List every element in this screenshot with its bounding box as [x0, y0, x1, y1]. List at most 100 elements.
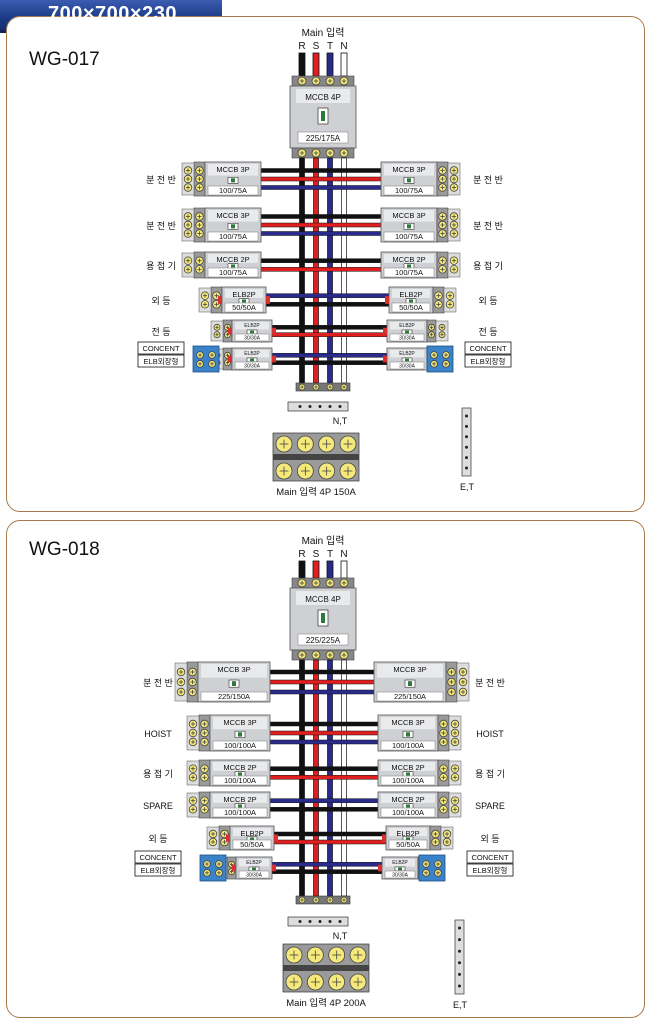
wg018-branch-wire [269, 730, 379, 736]
wg018-left-breaker-5-face [239, 859, 269, 867]
wg017-main-terminal-divider [273, 454, 359, 460]
wg017-main-terminal-label: Main 입력 4P 150A [276, 486, 356, 498]
wg018-left-breaker-4-rating: 50/50A [240, 840, 264, 849]
wg017-left-breaker-0-name: MCCB 3P [216, 165, 249, 174]
wg018-branch-wire [269, 775, 379, 780]
wg017-phase-N: N [340, 41, 347, 52]
wg017-left-label-3: 외 등 [151, 295, 170, 306]
wg018-right-breaker-1-toggle-lever [406, 732, 410, 737]
wg018-incoming-cable [312, 560, 320, 579]
wg017-left-breaker-4-rating-box [234, 333, 270, 342]
wg018-et-bar [454, 919, 465, 995]
wg018-left-terminal-block [198, 791, 211, 819]
panel-title-wg018: WG-018 [29, 539, 100, 560]
wg017-right-breaker-3-toggle-lever [409, 299, 413, 303]
wg018-right-label-2: 용 접 기 [475, 768, 505, 779]
wg018-et-hole [458, 961, 461, 965]
wg017-left-breaker-2-rating-box [207, 267, 259, 278]
wg018-left-breaker-4-face [233, 828, 271, 837]
wg017-incoming-cable [326, 52, 334, 77]
wg018-left-breaker-3-rating-box [212, 807, 268, 818]
wg018-right-terminal-block [437, 759, 450, 787]
wg017-right-breaker-3-rating-box [391, 302, 431, 313]
wg018-main-terminal-divider [283, 965, 369, 971]
wg018-right-label-0: 분 전 반 [475, 678, 505, 688]
wg017-right-breaker-0-toggle-lever [407, 178, 411, 183]
wg018-branch-wire [269, 721, 379, 727]
wg018-right-breaker-0-name: MCCB 3P [393, 665, 426, 674]
wg017-branch-wire [260, 222, 382, 228]
wg018-left-breaker-3-face [213, 794, 267, 803]
wg017-left-breaker-4-test-right [272, 327, 276, 335]
wg017-right-breaker-2-face [384, 254, 434, 263]
wg018-left-breaker-4-test-right [274, 834, 278, 842]
wg018-right-label-1: HOIST [476, 729, 504, 739]
wg018-left-breaker-2-face [213, 762, 267, 771]
wg018-mb-rating: 225/225A [306, 636, 341, 645]
wg018-right-breaker-3-face [381, 794, 435, 803]
wg017-nt-bar [287, 401, 349, 412]
wg018-left-breaker-1-face [213, 717, 267, 730]
wg017-nt-hole [328, 405, 332, 408]
wg018-incoming-cable [326, 560, 334, 579]
wg018-right-breaker-4-face [389, 828, 427, 837]
wg017-concent-label: CONCENT [142, 344, 180, 353]
wg017-incoming-cable [340, 52, 348, 77]
wg017-branch-wire [260, 168, 382, 173]
wg018-left-breaker-4-test-left [226, 834, 230, 842]
wg018-et-hole [458, 972, 461, 976]
wg017-left-breaker-2-toggle-lever [231, 264, 235, 268]
wg017-left-breaker-4-rating: 30/30A [244, 336, 261, 342]
wg017-left-breaker-2-name: MCCB 2P [216, 255, 249, 264]
wg017-elb-label-box [464, 354, 512, 368]
wg018-mb-name: MCCB 4P [305, 595, 341, 604]
wg018-main-terminal-label: Main 입력 4P 200A [286, 997, 366, 1009]
wg018-left-breaker-5-test-right [272, 864, 276, 872]
wg017-branch-wire [265, 293, 390, 298]
wg018-right-breaker-0-rating-box [376, 691, 444, 702]
wg017-right-breaker-3-test-left [385, 296, 389, 304]
wg017-left-breaker-2-face [208, 254, 258, 263]
wg017-right-breaker-1-name: MCCB 3P [392, 211, 425, 220]
wg018-right-terminal-block [437, 791, 450, 819]
wg018-phase-R: R [298, 549, 305, 560]
wg018-concent-label: CONCENT [139, 853, 177, 862]
wg018-concent-label-box [134, 850, 182, 864]
wg018-elb-label: ELB외장형 [141, 865, 176, 875]
wg017-left-breaker-4-toggle-lever [250, 330, 254, 334]
wg017-phase-S: S [313, 41, 320, 52]
wg018-branch-wire [269, 679, 375, 685]
wg017-concent-label: CONCENT [469, 344, 507, 353]
wg017-et-hole [465, 414, 468, 418]
wg017-right-breaker-0-face [384, 164, 434, 176]
wg017-et-bar [461, 407, 472, 477]
wg018-left-label-2: 용 접 기 [143, 768, 173, 779]
wg018-left-breaker-2-name: MCCB 2P [223, 763, 256, 772]
wg017-right-label-0: 분 전 반 [473, 175, 503, 185]
wg018-right-breaker-5-rating-box [384, 870, 416, 879]
wg017-right-breaker-0-name: MCCB 3P [392, 165, 425, 174]
wg018-nt-bar [287, 916, 349, 927]
wg018-phase-T: T [327, 549, 333, 560]
wg017-et-hole [465, 424, 468, 428]
wg018-right-breaker-2-rating: 100/100A [392, 776, 424, 785]
wg018-branch-wire [273, 831, 387, 837]
wg018-elb-label-box [466, 863, 514, 877]
wg018-right-breaker-1-rating: 100/100A [392, 741, 424, 750]
wg017-left-breaker-3-name: ELB2P [232, 290, 255, 299]
wg018-left-breaker-5-rating-box [238, 870, 270, 879]
wg018-left-breaker-2-toggle-lever [238, 772, 242, 776]
wg017-left-breaker-5-test-left [228, 355, 232, 363]
wg017-concent-label-box [137, 341, 185, 355]
wg017-mb-rating-box [297, 131, 349, 144]
wg018-concent-box [199, 854, 227, 882]
wg017-right-breaker-2-rating: 100/75A [395, 268, 423, 277]
wg018-right-breaker-0-toggle-lever [408, 681, 412, 686]
wg018-branch-wire [269, 739, 379, 745]
wg018-left-breaker-5-name: ELB2P [246, 860, 262, 866]
wg018-left-breaker-4-rating-box [232, 839, 272, 850]
wg017-left-breaker-3-test-left [218, 296, 222, 304]
wg018-main-label: Main 입력 [302, 534, 345, 547]
wg018-concent-label-box [466, 850, 514, 864]
